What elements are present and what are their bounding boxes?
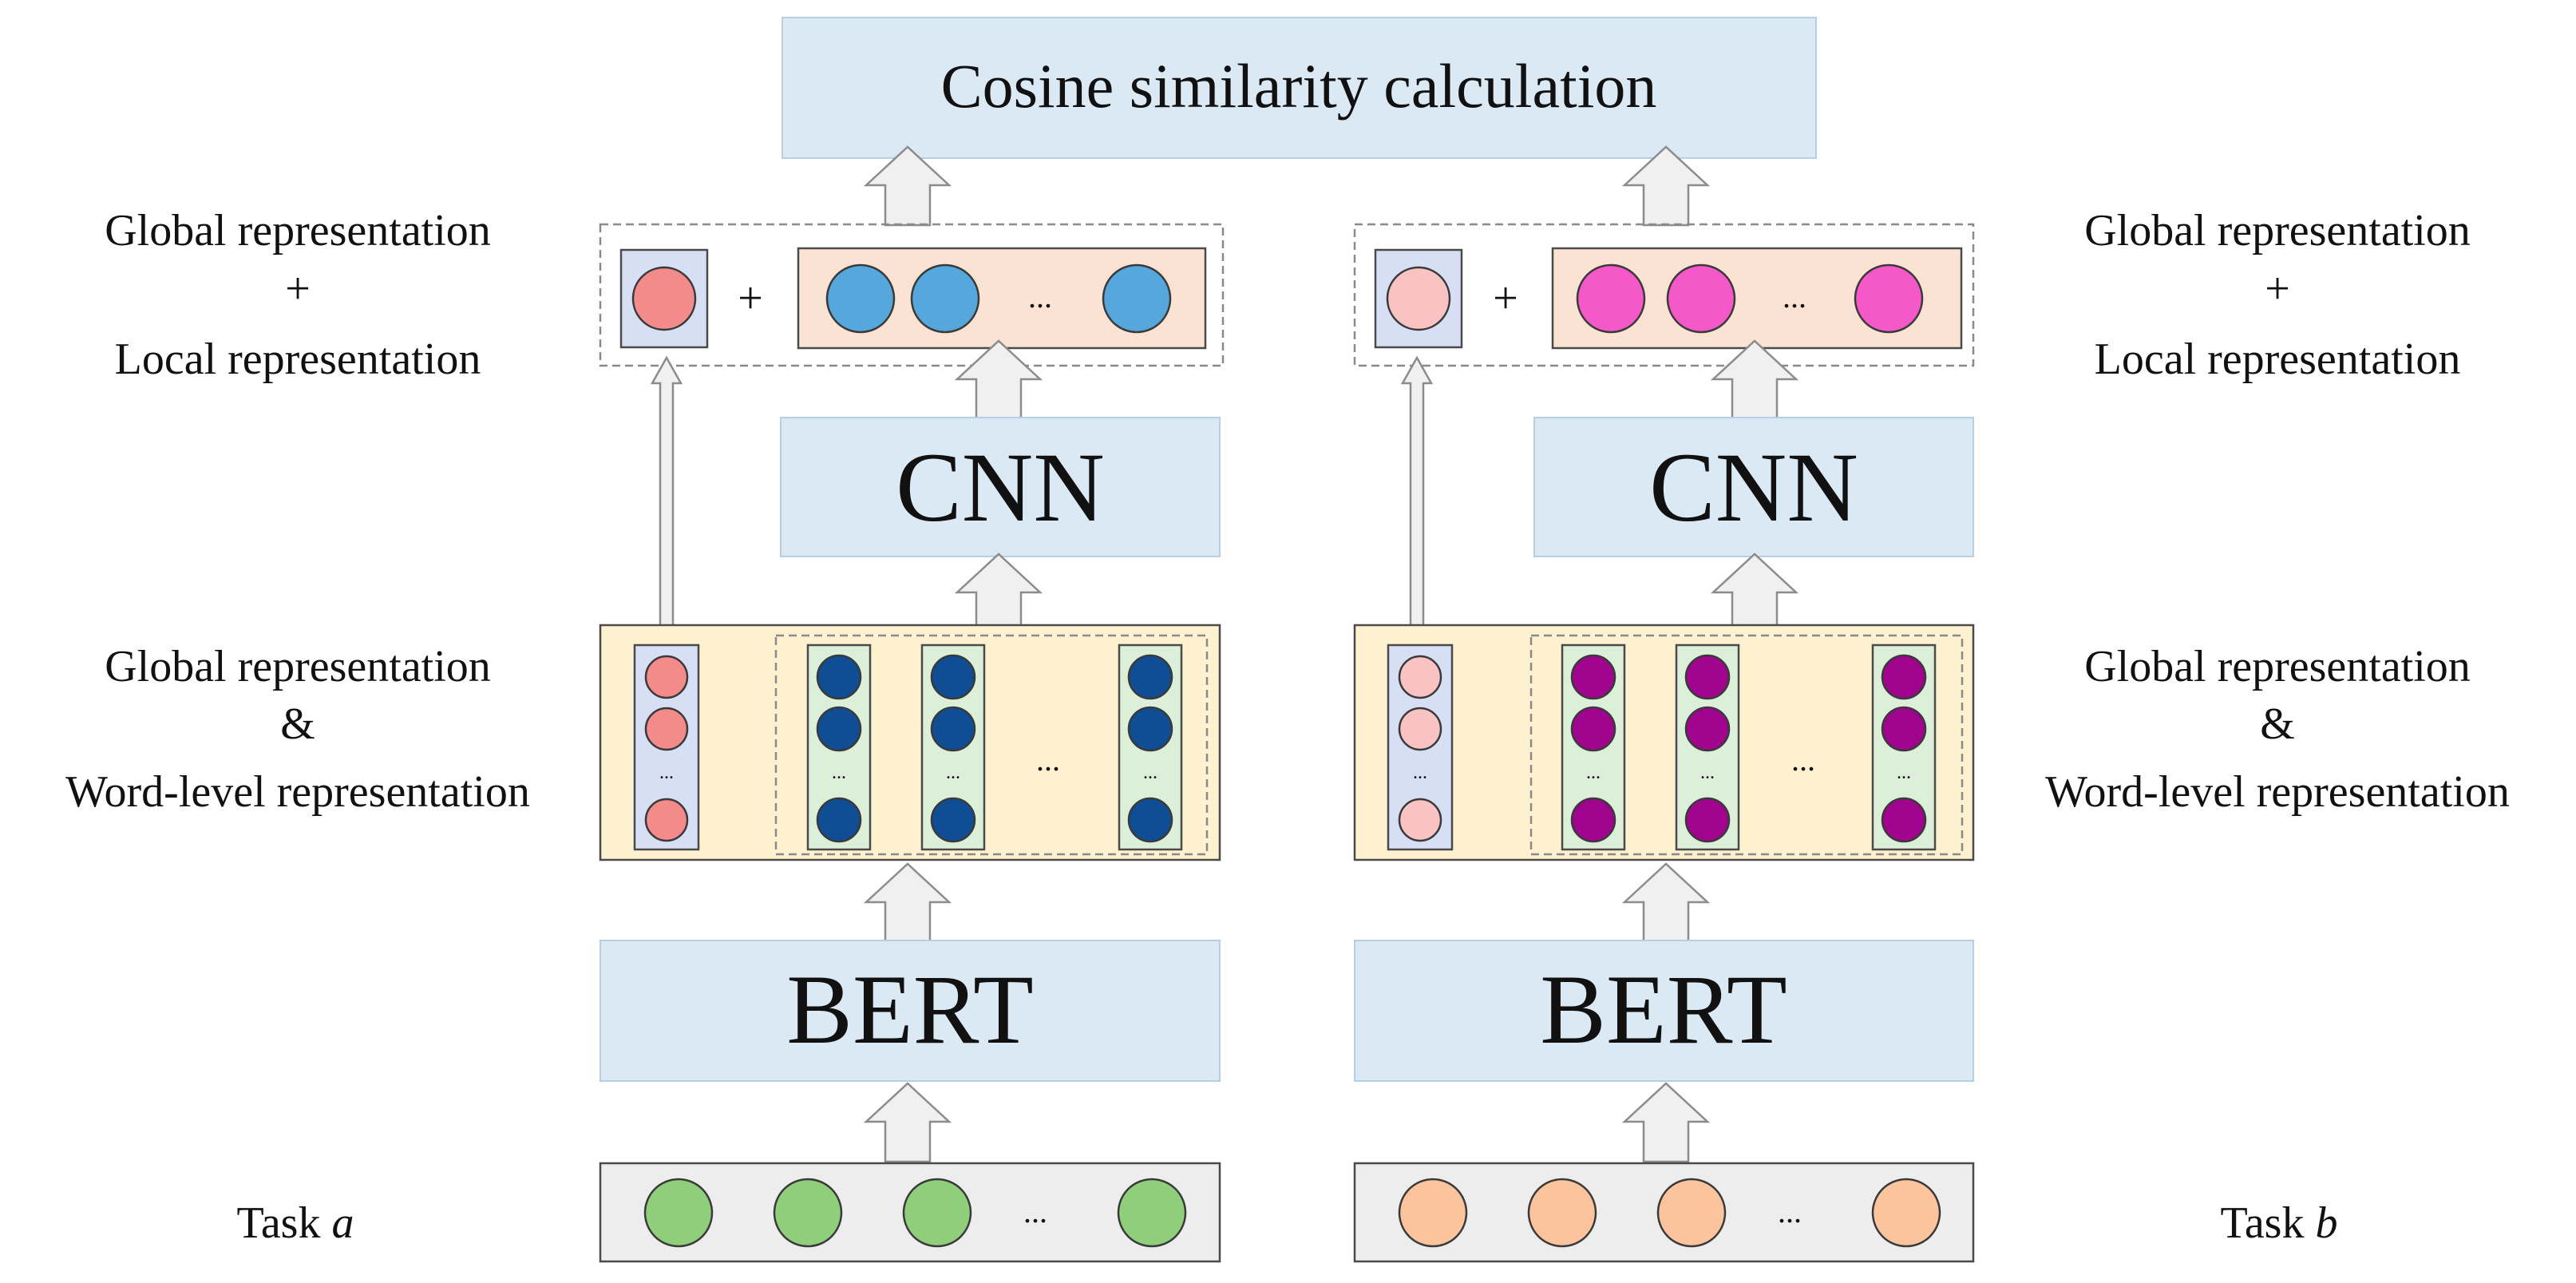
right-word-column-ellipsis: ... [1897, 762, 1911, 783]
left-word-column-ellipsis: ... [946, 762, 960, 783]
left-word-column: ... [806, 643, 872, 851]
cosine-similarity-box [782, 17, 1817, 159]
left-bert-output-box [599, 624, 1221, 861]
right-bert-label: BERT [1540, 955, 1787, 1064]
left-input-node [1117, 1178, 1187, 1248]
left-lower-label-line2: & [280, 699, 315, 749]
left-local-node [1102, 263, 1172, 334]
right-local-node [1576, 263, 1646, 334]
left-local-node [825, 263, 896, 334]
right-input-node [1871, 1178, 1941, 1248]
left-arrow-input-to-bert [865, 1082, 951, 1163]
left-input-node [902, 1178, 972, 1248]
left-lower-label-line1: Global representation [105, 642, 491, 691]
left-task-label: Task a [237, 1198, 354, 1248]
right-local-node [1854, 263, 1924, 334]
left-local-ellipsis: ... [1028, 279, 1052, 315]
right-bert-output-box [1353, 624, 1975, 861]
right-plus-sign: + [1493, 274, 1518, 323]
right-word-column: ... [1675, 643, 1740, 851]
left-upper-label-line3: Local representation [115, 335, 481, 384]
left-plus-sign: + [738, 274, 763, 323]
left-upper-representation-frame [599, 223, 1225, 367]
right-arrow-cnn-to-local [1711, 339, 1798, 421]
right-global-node [1386, 266, 1451, 331]
right-input-node [1656, 1178, 1727, 1248]
right-bert-box [1354, 940, 1974, 1082]
right-input-node [1398, 1178, 1468, 1248]
left-global-column-ellipsis: ... [659, 762, 674, 783]
left-global-token-node [644, 655, 689, 699]
left-lower-label-line3: Word-level representation [65, 767, 530, 817]
left-global-token-node [644, 707, 689, 751]
right-global-token-node [1398, 707, 1442, 751]
left-upper-label-line1: Global representation [105, 206, 491, 255]
cosine-similarity-label: Cosine similarity calculation [941, 51, 1657, 121]
left-arrow-cnn-to-local [956, 339, 1042, 421]
left-input-ellipsis: ... [1023, 1194, 1047, 1230]
right-cnn-label: CNN [1649, 433, 1858, 542]
right-global-column-ellipsis: ... [1413, 762, 1427, 783]
right-input-ellipsis: ... [1778, 1194, 1802, 1230]
left-cnn-box [780, 417, 1221, 557]
right-local-node [1666, 263, 1736, 334]
right-word-level-frame [1529, 634, 1964, 856]
left-arrow-bert-to-output [865, 862, 951, 944]
left-local-node [910, 263, 980, 334]
right-upper-label-line2: + [2265, 264, 2290, 314]
right-branch: + ... Global representation + Local repr… [1353, 145, 2510, 1263]
right-global-token-node [1398, 655, 1442, 699]
right-task-label: Task b [2221, 1198, 2338, 1248]
left-word-column: ... [920, 643, 986, 851]
left-bert-label: BERT [786, 955, 1033, 1064]
right-word-column: ... [1871, 643, 1937, 851]
left-global-skip-arrow [650, 355, 683, 647]
right-global-skip-arrow [1400, 355, 1434, 647]
left-global-node [631, 266, 697, 331]
left-input-node [773, 1178, 843, 1248]
right-cnn-box [1533, 417, 1974, 557]
right-lower-label-line3: Word-level representation [2045, 767, 2510, 817]
left-cnn-label: CNN [896, 433, 1105, 542]
right-word-column: ... [1561, 643, 1626, 851]
right-word-columns-ellipsis: ... [1791, 742, 1815, 778]
right-input-node [1527, 1178, 1597, 1248]
left-bert-box [599, 940, 1221, 1082]
right-global-token-node [1398, 798, 1442, 842]
right-arrow-bert-to-output [1623, 862, 1709, 944]
right-word-column-ellipsis: ... [1700, 762, 1715, 783]
right-upper-label-line3: Local representation [2095, 335, 2461, 384]
left-upper-label-line2: + [285, 264, 311, 314]
left-global-token-node [644, 798, 689, 842]
left-branch: + ... Global representation + Local repr… [65, 145, 1225, 1263]
right-local-ellipsis: ... [1783, 279, 1806, 315]
right-word-column-ellipsis: ... [1586, 762, 1601, 783]
left-arrow-word-to-cnn [956, 552, 1042, 634]
right-lower-label-line1: Global representation [2084, 642, 2471, 691]
left-word-column-ellipsis: ... [1143, 762, 1157, 783]
right-upper-representation-frame [1353, 223, 1975, 367]
right-upper-label-line1: Global representation [2084, 206, 2471, 255]
left-input-node [643, 1178, 714, 1248]
right-lower-label-line2: & [2260, 699, 2295, 749]
left-word-column-ellipsis: ... [832, 762, 846, 783]
left-word-level-frame [774, 634, 1209, 856]
left-word-columns-ellipsis: ... [1036, 742, 1060, 778]
left-word-column: ... [1118, 643, 1183, 851]
right-arrow-input-to-bert [1623, 1082, 1709, 1163]
right-arrow-word-to-cnn [1711, 552, 1798, 634]
